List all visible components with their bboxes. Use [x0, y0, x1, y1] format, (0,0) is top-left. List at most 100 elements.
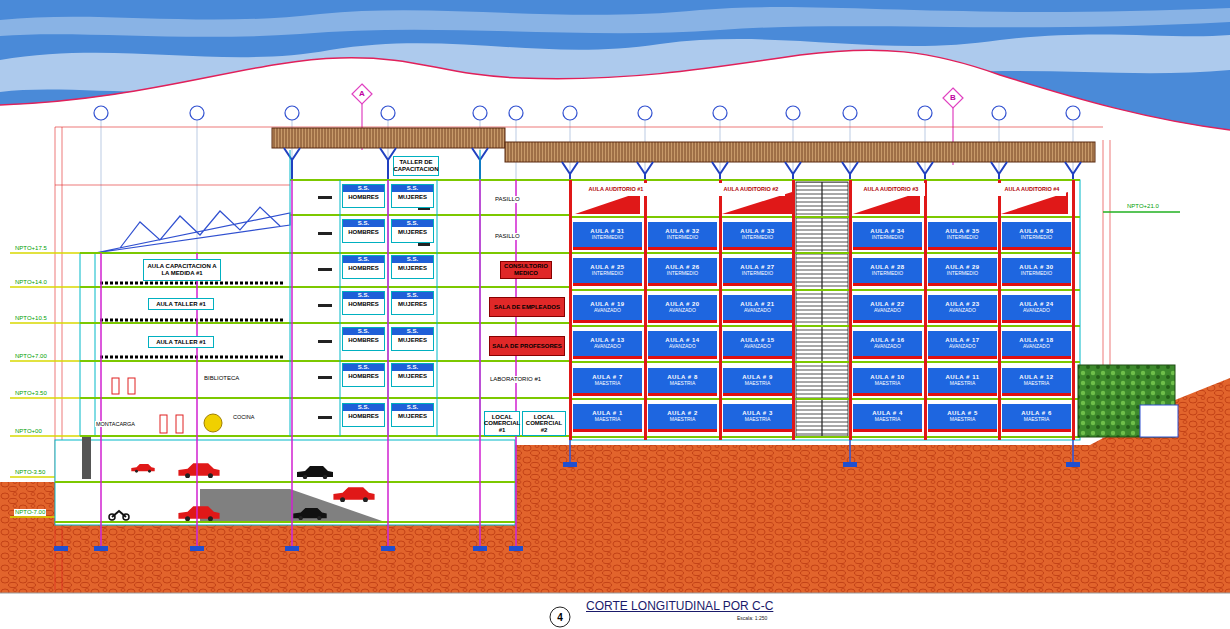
grid-bubbles — [94, 106, 1080, 120]
classroom-box: AULA # 32INTERMEDIO — [648, 222, 717, 250]
left-building-part-part — [318, 376, 332, 379]
level-label: NPTO+14.0 — [14, 279, 48, 286]
space-label: PASILLO — [494, 196, 521, 203]
room-subtitle: AVANZADO — [1023, 308, 1050, 314]
level-marks-part — [10, 360, 80, 362]
left-building-part-part — [318, 232, 332, 235]
grid-bubbles-part — [1066, 106, 1080, 120]
left-building-part-part — [176, 415, 183, 433]
classroom-box: AULA # 2MAESTRIA — [648, 404, 717, 432]
section-markers-part — [352, 84, 372, 104]
left-building-part-part — [437, 180, 438, 436]
grid-bubbles-part — [713, 106, 727, 120]
room-name: AULA AUDITORIO #3 — [864, 186, 919, 192]
classroom-box: AULA # 28INTERMEDIO — [853, 258, 922, 286]
left-building-part-part — [290, 252, 570, 254]
classroom-box: AULA # 31INTERMEDIO — [573, 222, 642, 250]
grid-lines-part — [197, 120, 198, 548]
room-subtitle: AVANZADO — [669, 344, 696, 350]
room-subtitle: MAESTRIA — [595, 417, 621, 423]
classroom-box: AULA # 25INTERMEDIO — [573, 258, 642, 286]
classroom-box: AULA # 14AVANZADO — [648, 331, 717, 359]
foundations — [54, 462, 1080, 551]
room-name: AULA # 14 — [665, 337, 699, 344]
restroom-box: S.S.HOMBRES — [342, 403, 385, 427]
room-subtitle: INTERMEDIO — [872, 235, 903, 241]
restroom-box: S.S.MUJERES — [391, 327, 434, 351]
classroom-box: AULA # 3MAESTRIA — [723, 404, 792, 432]
classroom-box: AULA # 20AVANZADO — [648, 295, 717, 323]
auditorium-box: AULA AUDITORIO #2 — [717, 183, 785, 196]
scale-note: Escala: 1:250 — [736, 616, 768, 622]
grid-bubbles-part — [94, 106, 108, 120]
room-name: AULA # 19 — [590, 301, 624, 308]
room-name: LOCAL COMERCIAL #1 — [484, 414, 520, 434]
room-name: AULA # 16 — [870, 337, 904, 344]
room-name: AULA # 7 — [592, 374, 622, 381]
left-building-part — [95, 253, 96, 436]
room-name: S.S. — [343, 220, 384, 227]
office-box: SALA DE EMPLEADOS — [489, 297, 565, 317]
foundations-part — [94, 546, 108, 551]
room-subtitle: AVANZADO — [744, 344, 771, 350]
room-name: AULA # 2 — [667, 410, 697, 417]
room-subtitle: MAESTRIA — [875, 417, 901, 423]
classroom-box: AULA # 29INTERMEDIO — [928, 258, 997, 286]
caption-circle — [550, 607, 570, 627]
right-block-part-part — [849, 180, 852, 440]
room-name: AULA # 11 — [946, 374, 980, 381]
grid-bubbles-part — [285, 106, 299, 120]
room-subtitle: HOMBRES — [348, 373, 379, 380]
sky-part — [0, 50, 1230, 629]
room-subtitle: MAESTRIA — [670, 381, 696, 387]
columns-part — [291, 180, 293, 548]
left-building-part-part — [80, 252, 290, 254]
room-name: LOCAL COMERCIAL #2 — [525, 414, 563, 434]
room-subtitle: AVANZADO — [594, 344, 621, 350]
left-building-part-part — [80, 360, 570, 362]
room-box: TALLER DE CAPACITACION — [393, 156, 439, 176]
room-name: SALA DE PROFESORES — [492, 343, 561, 350]
room-subtitle: HOMBRES — [348, 265, 379, 272]
room-name: AULA # 31 — [590, 228, 624, 235]
left-building-part — [80, 253, 81, 436]
room-subtitle: INTERMEDIO — [667, 271, 698, 277]
sky-part — [0, 7, 1230, 37]
room-name: AULA # 26 — [665, 264, 699, 271]
room-name: AULA # 28 — [870, 264, 904, 271]
foundations-part — [1066, 462, 1080, 467]
room-subtitle: INTERMEDIO — [1021, 271, 1052, 277]
right-block-part-part — [719, 180, 722, 440]
classroom-box: AULA # 13AVANZADO — [573, 331, 642, 359]
right-block-part — [821, 182, 822, 436]
level-marks-part — [10, 516, 55, 518]
room-subtitle: MAESTRIA — [875, 381, 901, 387]
room-subtitle: AVANZADO — [594, 308, 621, 314]
office-box: CONSULTORIO MEDICO — [500, 261, 552, 279]
basement-part — [55, 440, 515, 525]
caption-circle-part — [550, 607, 570, 627]
columns-part — [1072, 440, 1074, 463]
restroom-box: S.S.MUJERES — [391, 219, 434, 243]
room-subtitle: MAESTRIA — [745, 381, 771, 387]
level-label: NPTO-3.50 — [14, 469, 46, 476]
room-subtitle: AVANZADO — [744, 308, 771, 314]
right-block-part-part — [1072, 180, 1075, 440]
basement-part — [112, 511, 126, 517]
room-name: AULA # 36 — [1019, 228, 1053, 235]
grid-lines-part — [516, 120, 517, 548]
office-box: SALA DE PROFESORES — [489, 336, 565, 356]
room-name: AULA TALLER #1 — [156, 339, 206, 346]
room-subtitle: MAESTRIA — [745, 417, 771, 423]
room-subtitle: INTERMEDIO — [592, 271, 623, 277]
grid-lines-part — [480, 120, 481, 548]
room-name: AULA # 23 — [945, 301, 979, 308]
grid-bubbles-part — [381, 106, 395, 120]
left-building-part-part — [290, 214, 570, 216]
room-name: AULA # 21 — [740, 301, 774, 308]
room-name: AULA # 17 — [945, 337, 979, 344]
grid-lines-part — [101, 120, 102, 548]
